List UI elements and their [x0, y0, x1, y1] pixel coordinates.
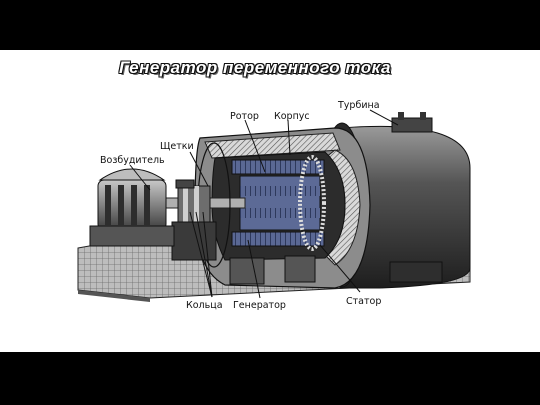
label-housing: Корпус [274, 111, 310, 122]
generator-housing [149, 127, 371, 289]
exciter-machine [89, 168, 175, 247]
label-exciter: Возбудитель [100, 155, 165, 166]
slip-rings [171, 179, 217, 261]
leader-lines [129, 109, 399, 299]
slide-title: Генератор переменного тока [119, 58, 391, 77]
label-brushes: Щетки [160, 141, 194, 152]
label-rings: Кольца [186, 300, 223, 311]
label-rotor: Ротор [230, 111, 259, 122]
label-stator: Статор [346, 296, 381, 307]
label-generator: Генератор [233, 300, 286, 311]
label-turbine: Турбина [337, 100, 380, 111]
